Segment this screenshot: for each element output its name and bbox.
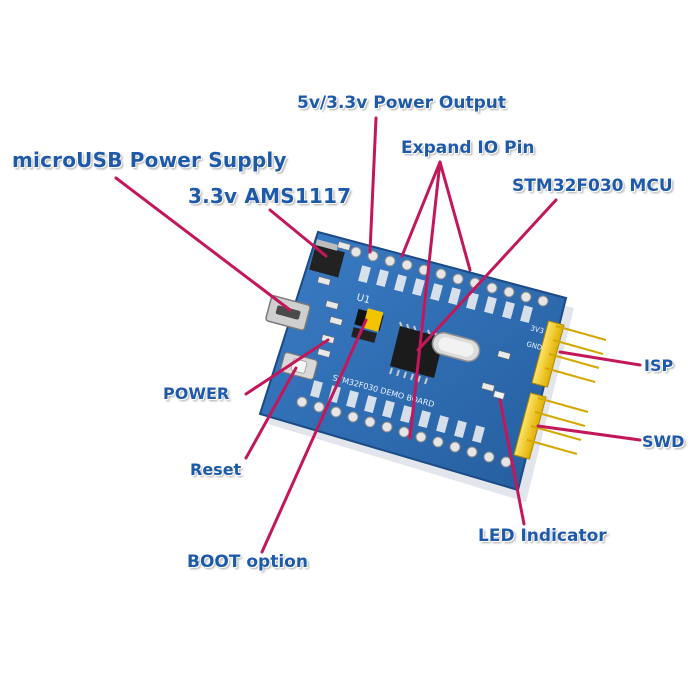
crystal <box>431 331 481 363</box>
label-microusb-power: microUSB Power Supply <box>12 148 287 172</box>
leader-expand-io-b <box>408 160 442 440</box>
label-power: POWER <box>163 384 230 403</box>
top-pin-row <box>350 246 549 307</box>
isp-header <box>531 320 607 388</box>
label-ams1117: 3.3v AMS1117 <box>188 184 352 208</box>
bottom-pin-row <box>296 396 512 468</box>
leader-led <box>498 398 526 526</box>
leader-usb <box>114 176 292 312</box>
ams1117-regulator <box>309 239 345 278</box>
microusb-connector <box>265 295 311 331</box>
silk-u1: U1 <box>355 292 371 306</box>
label-isp: ISP <box>644 356 674 375</box>
label-reset: Reset <box>190 460 242 479</box>
leader-power-output <box>368 116 378 254</box>
label-swd: SWD <box>642 432 685 451</box>
swd-header <box>513 392 589 460</box>
label-boot-option: BOOT option <box>187 552 308 572</box>
leader-swd <box>536 424 642 442</box>
leader-lines <box>114 116 642 554</box>
label-mcu: STM32F030 MCU <box>512 176 673 196</box>
label-power-output: 5v/3.3v Power Output <box>297 93 506 113</box>
leader-isp <box>558 350 642 367</box>
silk-3v3: 3V3 <box>529 324 544 335</box>
boot-jumper <box>351 308 384 343</box>
silk-gnd: GND <box>525 340 543 352</box>
leader-reset <box>244 366 298 460</box>
label-expand-io: Expand IO Pin <box>401 138 535 158</box>
leader-expand-io-a <box>400 160 442 258</box>
leader-mcu <box>416 198 558 352</box>
leader-regulator <box>268 208 328 258</box>
stm32f030-chip <box>389 321 444 385</box>
pcb-board <box>258 230 607 502</box>
leader-boot <box>260 318 368 554</box>
led-part <box>493 390 505 400</box>
leader-power <box>244 338 330 396</box>
leader-expand-io-c <box>438 160 472 272</box>
label-led-indicator: LED Indicator <box>478 526 607 546</box>
